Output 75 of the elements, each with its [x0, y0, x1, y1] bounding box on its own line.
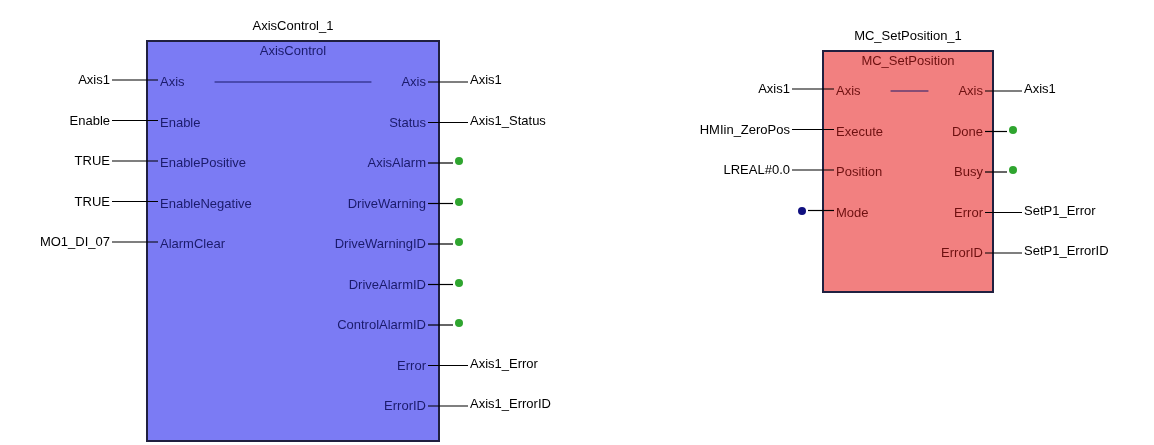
pin-name: ControlAlarmID	[337, 317, 426, 333]
connection-line	[791, 88, 835, 90]
pass-through-line	[889, 90, 930, 92]
pin-name: ErrorID	[384, 398, 426, 414]
variable-name: Axis1	[470, 72, 502, 88]
pin-name: AxisAlarm	[367, 155, 426, 171]
pin-name: AlarmClear	[160, 236, 225, 252]
connection-line	[427, 202, 454, 205]
connection-line	[111, 200, 159, 203]
connection-line	[427, 121, 469, 124]
connection-line	[427, 405, 469, 407]
variable-name: Axis1_Status	[470, 112, 546, 129]
pin-name: Status	[389, 114, 426, 131]
variable-name: LREAL#0.0	[723, 162, 790, 178]
connection-line	[427, 283, 454, 286]
connection-line	[427, 364, 469, 367]
pin-name: EnableNegative	[160, 195, 252, 212]
connection-line	[984, 211, 1023, 214]
connection-line	[427, 324, 454, 326]
block-type-name: MC_SetPosition	[860, 53, 956, 68]
pin-name: ErrorID	[941, 245, 983, 261]
pin-name: Error	[954, 204, 983, 221]
variable-name: Axis1	[758, 81, 790, 97]
pin-name: Mode	[836, 204, 869, 221]
connection-line	[427, 162, 454, 164]
connection-line	[791, 169, 835, 171]
pin-name: Done	[951, 123, 983, 140]
pin-name: EnablePositive	[160, 155, 246, 171]
instance-name: AxisControl_1	[251, 18, 335, 33]
variable-name: TRUE	[74, 193, 110, 210]
variable-name: Enable	[69, 112, 110, 129]
connection-line	[791, 128, 835, 131]
connection-dot	[455, 278, 463, 287]
connection-line	[111, 160, 159, 162]
connection-line	[984, 90, 1023, 92]
pin-name: DriveWarning	[347, 195, 426, 212]
connection-dot	[455, 319, 463, 327]
pin-name: Axis	[160, 74, 185, 90]
connection-dot	[455, 238, 463, 246]
pin-name: Busy	[954, 164, 983, 180]
instance-name: MC_SetPosition_1	[853, 28, 963, 43]
pin-name: Axis	[401, 74, 426, 90]
variable-name: Axis1	[1024, 81, 1056, 97]
pin-name: DriveWarningID	[334, 236, 426, 252]
connection-line	[427, 81, 469, 83]
connection-line	[984, 171, 1008, 173]
connection-line	[427, 243, 454, 245]
variable-name: MO1_DI_07	[39, 234, 110, 250]
connection-dot	[798, 206, 806, 215]
variable-name: SetP1_ErrorID	[1024, 243, 1109, 259]
pin-name: Execute	[836, 123, 883, 140]
connection-line	[111, 241, 159, 243]
connection-line	[984, 252, 1023, 254]
pin-name: Axis	[836, 83, 861, 99]
connection-line	[111, 119, 159, 122]
pass-through-line	[213, 81, 373, 83]
variable-name: SetP1_Error	[1024, 202, 1096, 219]
connection-dot	[1009, 125, 1017, 134]
pin-name: Position	[836, 164, 883, 180]
connection-dot	[1009, 166, 1017, 174]
connection-line	[984, 130, 1008, 133]
variable-name: TRUE	[74, 153, 110, 169]
connection-line	[111, 79, 159, 81]
connection-line	[807, 209, 835, 212]
variable-name: HMIin_ZeroPos	[699, 121, 790, 138]
connection-dot	[455, 197, 463, 206]
variable-name: Axis1_ErrorID	[470, 396, 551, 412]
variable-name: Axis1_Error	[470, 355, 538, 372]
pin-name: Axis	[958, 83, 983, 99]
pin-name: Error	[397, 357, 426, 374]
variable-name: Axis1	[78, 72, 110, 88]
pin-name: Enable	[160, 114, 201, 131]
connection-dot	[455, 157, 463, 165]
block-type-name: AxisControl	[258, 43, 328, 58]
pin-name: DriveAlarmID	[348, 276, 426, 293]
